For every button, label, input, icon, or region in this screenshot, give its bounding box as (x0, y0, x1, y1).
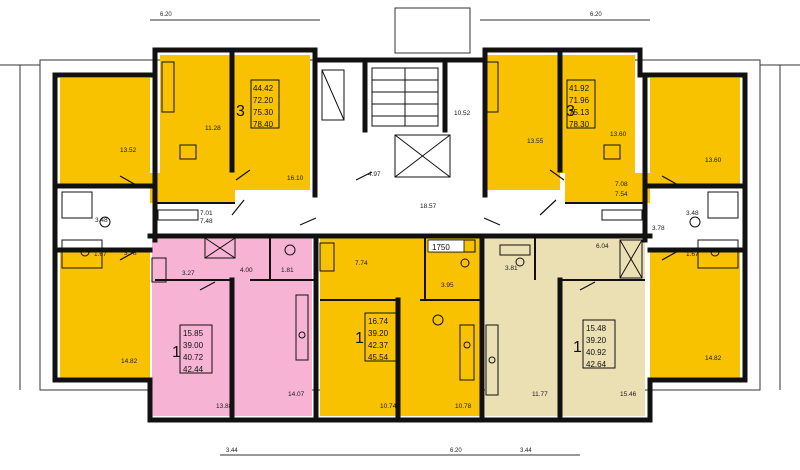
tl-hall-b-area: 7.48 (200, 218, 213, 225)
tl-kitchen-area: 16.10 (287, 175, 304, 182)
beige-rooms-count: 1 (573, 339, 582, 356)
tl-corridor-area: 3.78 (124, 250, 137, 257)
beige-area-loggia: 40.92 (586, 348, 607, 357)
dim-bottom-left: 3.44 (226, 448, 238, 454)
tr-wc-area: 1.67 (686, 251, 699, 258)
tl-wc-area: 1.67 (94, 251, 107, 258)
tl-bedroom-bottom-area: 14.82 (121, 358, 138, 365)
pink-area-living: 15.85 (183, 329, 204, 338)
dim-bottom-right: 3.44 (520, 448, 532, 454)
apartment-beige (485, 238, 645, 416)
tr-area-balcony: 78.30 (569, 120, 590, 129)
center-wc-area: 3.81 (505, 265, 518, 272)
center-bath-area: 3.95 (441, 282, 454, 289)
center-area-total: 39.20 (368, 329, 389, 338)
walls (52, 47, 748, 423)
window-dimension: 1750 (432, 243, 450, 252)
dim-bottom-center: 6.20 (450, 448, 462, 454)
center-area-balcony: 45.54 (368, 353, 389, 362)
center-area-living: 16.74 (368, 317, 389, 326)
tl-bedroom-left-area: 13.52 (120, 147, 137, 154)
center-hall-area: 7.74 (355, 260, 368, 267)
tr-rooms-count: 3 (566, 103, 575, 120)
tr-hall-a-area: 7.08 (615, 181, 628, 188)
tr-area-living: 41.92 (569, 84, 590, 93)
pink-rooms-count: 1 (172, 344, 181, 361)
tl-area-loggia: 75.30 (253, 108, 274, 117)
tr-bedroom-left-area: 13.55 (527, 138, 544, 145)
beige-area-living: 15.48 (586, 324, 607, 333)
tr-bath-area: 3.48 (686, 210, 699, 217)
pink-wc-area: 1.81 (281, 267, 294, 274)
tl-rooms-count: 3 (236, 103, 245, 120)
pink-kitchen-area: 14.07 (288, 391, 305, 398)
tr-bedroom-right-area: 13.60 (705, 157, 722, 164)
tl-area-balcony: 78.40 (253, 120, 274, 129)
summary-boxes (179, 79, 616, 374)
center-kitchen-area: 10.78 (455, 403, 472, 410)
window-dimension-box (427, 239, 465, 253)
beige-hall-area: 6.04 (596, 243, 609, 250)
pink-area-loggia: 40.72 (183, 353, 204, 362)
stair-area: 10.52 (454, 110, 471, 117)
tr-area-loggia: 75.13 (569, 108, 590, 117)
tr-bedroom-top-area: 13.60 (610, 131, 627, 138)
corridor-area: 18.57 (420, 203, 437, 210)
lobby-area: 4.97 (368, 171, 381, 178)
pink-area-total: 39.00 (183, 341, 204, 350)
center-rooms-count: 1 (355, 330, 364, 347)
partitions (155, 202, 645, 301)
beige-area-total: 39.20 (586, 336, 607, 345)
apartment-top-right (485, 55, 740, 378)
pink-area-balcony: 42.44 (183, 365, 204, 374)
pink-living-area: 13.88 (216, 403, 233, 410)
common-core (235, 60, 565, 232)
center-area-loggia: 42.37 (368, 341, 389, 350)
tr-hall-b-area: 7.54 (615, 191, 628, 198)
tr-bedroom-bottom-area: 14.82 (705, 355, 722, 362)
tl-bath-area: 3.48 (95, 217, 108, 224)
pink-bath-area: 3.27 (182, 270, 195, 277)
beige-area-balcony: 42.64 (586, 360, 607, 369)
beige-kitchen-area: 15.46 (620, 391, 637, 398)
dim-top-left: 6.20 (160, 12, 172, 18)
pink-hall-area: 4.00 (240, 267, 253, 274)
tr-corridor-area: 3.78 (652, 225, 665, 232)
center-living-area: 10.74 (380, 403, 397, 410)
tl-area-total: 72.20 (253, 96, 274, 105)
tl-area-living: 44.42 (253, 84, 274, 93)
tr-area-total: 71.96 (569, 96, 590, 105)
tl-bedroom-top-area: 11.28 (205, 125, 221, 132)
beige-living-area: 11.77 (532, 391, 548, 398)
tl-hall-a-area: 7.01 (200, 210, 213, 217)
apartment-top-left (60, 55, 310, 378)
dim-top-right: 6.20 (590, 12, 602, 18)
door-marks (119, 169, 681, 291)
